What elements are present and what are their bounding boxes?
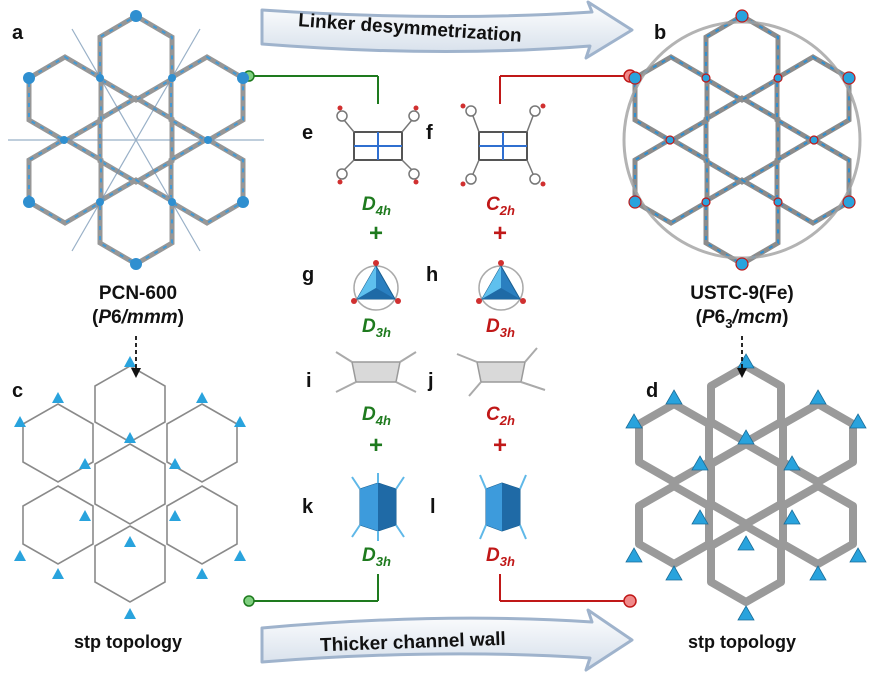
porphyrin-linker-icon [336, 105, 420, 185]
panel-label-e: e [302, 122, 314, 144]
porphyrin-linker-icon [460, 103, 546, 187]
plus-sign: + [493, 432, 508, 459]
compound-name-right: USTC-9(Fe) [690, 283, 794, 304]
panel-label-b: b [654, 22, 667, 44]
trinuclear-cluster-icon [476, 260, 526, 311]
panel-label-g: g [302, 264, 315, 286]
dashed-arrow-right [737, 336, 747, 378]
trigonal-prism-icon [351, 473, 405, 541]
symmetry-label: C2h [486, 404, 515, 428]
topology-net-icon [14, 356, 246, 619]
space-group-right: (P63/mcm) [695, 307, 789, 331]
panel-label-j: j [428, 370, 434, 392]
topology-label-left: stp topology [74, 632, 182, 652]
bottom-curved-arrow [260, 608, 634, 672]
trigonal-prism-icon [479, 474, 527, 540]
dashed-arrow-left [131, 336, 141, 378]
symmetry-label: D4h [362, 404, 391, 428]
panel-label-f: f [426, 122, 433, 144]
compound-name-left: PCN-600 [98, 283, 178, 304]
topology-label-right: stp topology [688, 632, 796, 652]
panel-label-d: d [646, 380, 659, 402]
symmetry-label: C2h [486, 194, 515, 218]
panel-label-i: i [306, 370, 312, 392]
panel-label-a: a [12, 22, 24, 44]
space-group-left: (P6/mmm) [92, 307, 184, 328]
plus-sign: + [369, 432, 384, 459]
panel-label-h: h [426, 264, 439, 286]
trinuclear-cluster-icon [351, 260, 401, 311]
panel-label-l: l [430, 496, 436, 518]
connector-bottom-right [499, 574, 637, 608]
panel-label-c: c [12, 380, 24, 402]
symmetry-label: D3h [486, 316, 515, 340]
symmetry-label: D4h [362, 194, 391, 218]
topology-net-icon [625, 353, 867, 621]
plus-sign: + [493, 220, 508, 247]
rectangle-node-icon [335, 351, 417, 393]
connector-bottom-left [243, 574, 379, 607]
framework-hexagonal-icon [8, 10, 264, 270]
rectangle-node-icon [456, 347, 546, 397]
connector-top-left [243, 70, 379, 104]
panel-label-k: k [302, 496, 314, 518]
symmetry-label: D3h [486, 545, 515, 569]
framework-hexagonal-icon [622, 9, 862, 271]
connector-top-right [499, 69, 637, 104]
symmetry-label: D3h [362, 316, 391, 340]
plus-sign: + [369, 220, 384, 247]
top-curved-arrow [260, 0, 634, 60]
symmetry-label: D3h [362, 545, 391, 569]
